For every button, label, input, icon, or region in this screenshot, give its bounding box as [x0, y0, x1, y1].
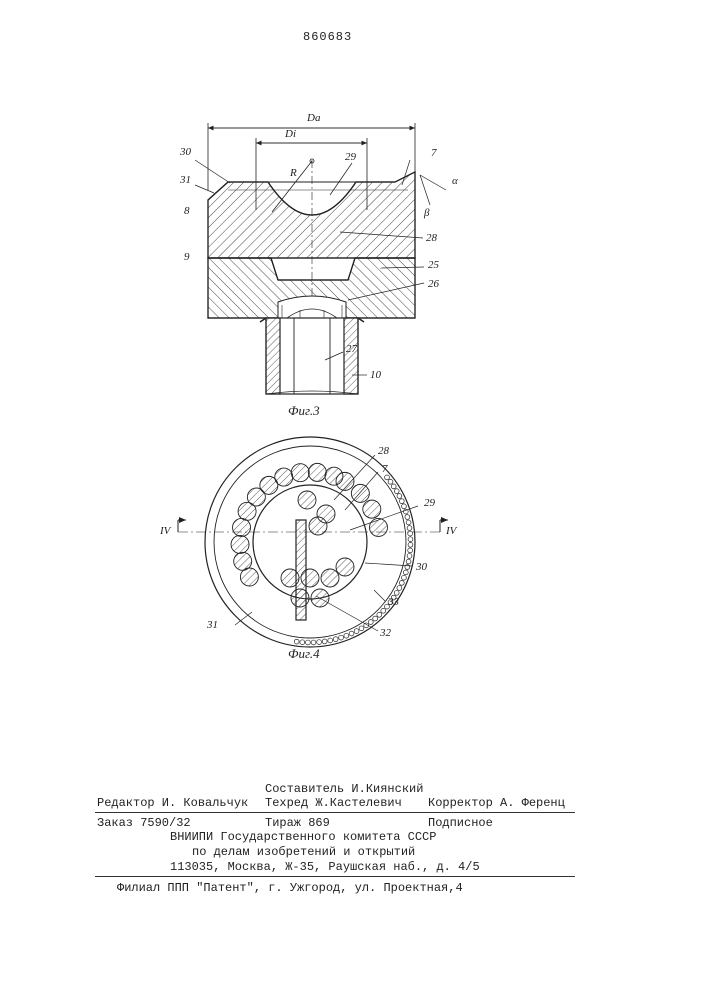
insert-bar	[296, 520, 306, 620]
bead	[408, 531, 413, 536]
core-rod	[298, 491, 316, 509]
bead	[359, 626, 364, 631]
imprint-subscription: Подписное	[428, 816, 493, 831]
core-rod	[291, 464, 309, 482]
label-29: 29	[345, 151, 357, 163]
fig4-label-32: 32	[379, 627, 392, 639]
label-30: 30	[179, 146, 192, 158]
fig4-label-33: 33	[387, 596, 400, 608]
imprint-divider-2	[95, 876, 575, 877]
label-10: 10	[370, 369, 382, 381]
core-rod	[321, 569, 339, 587]
label-9: 9	[184, 251, 190, 263]
bead	[317, 640, 322, 645]
dim-di-label: Di	[284, 128, 296, 140]
figure-4-caption: Фиг.4	[288, 646, 320, 661]
dim-da-label: Da	[306, 112, 321, 124]
fig4-label-31: 31	[206, 619, 218, 631]
bead	[397, 494, 402, 499]
section-mark-left: IV	[159, 525, 172, 537]
bead	[368, 620, 373, 625]
core-rod	[275, 468, 293, 486]
bead	[388, 479, 393, 484]
imprint-order: Заказ 7590/32	[97, 816, 191, 831]
bead	[385, 475, 390, 480]
fig4-label-28: 28	[378, 445, 390, 457]
bead	[402, 575, 407, 580]
bead	[402, 504, 407, 509]
core-rod	[231, 535, 249, 553]
label-28: 28	[426, 232, 438, 244]
bead	[399, 499, 404, 504]
bead	[394, 489, 399, 494]
bead	[407, 526, 412, 531]
bead	[405, 515, 410, 520]
bead	[403, 570, 408, 575]
core-rod	[336, 558, 354, 576]
bead	[394, 590, 399, 595]
imprint-techred: Техред Ж.Кастелевич	[265, 796, 402, 811]
label-31: 31	[179, 174, 191, 186]
bead	[339, 635, 344, 640]
bead	[354, 629, 359, 634]
fig4-label-30: 30	[415, 561, 428, 573]
bead	[373, 616, 378, 621]
core-rod	[369, 518, 387, 536]
bead	[344, 633, 349, 638]
imprint-branch: Филиал ППП "Патент", г. Ужгород, ул. Про…	[117, 881, 463, 896]
figure-3-caption: Фиг.3	[288, 403, 320, 418]
core-rod	[309, 517, 327, 535]
label-26: 26	[428, 278, 440, 290]
bead	[397, 586, 402, 591]
alpha-label: α	[452, 175, 458, 187]
bead	[408, 548, 413, 553]
imprint-corrector: Корректор А. Ференц	[428, 796, 565, 811]
core-rod	[233, 518, 251, 536]
imprint-circulation: Тираж 869	[265, 816, 330, 831]
label-27: 27	[346, 343, 358, 355]
imprint-editor: Редактор И. Ковальчук	[97, 796, 248, 811]
imprint-composer: Составитель И.Киянский	[265, 782, 423, 797]
imprint-org-line1: ВНИИПИ Государственного комитета СССР	[170, 830, 436, 845]
label-7: 7	[431, 147, 437, 159]
bead	[406, 559, 411, 564]
fig4-label-7: 7	[382, 463, 388, 475]
bead	[311, 640, 316, 645]
bead	[407, 554, 412, 559]
radius-label: R	[289, 167, 297, 179]
bead	[300, 640, 305, 645]
imprint-org-line2: по делам изобретений и открытий	[192, 845, 415, 860]
bead	[391, 484, 396, 489]
bead	[399, 580, 404, 585]
figure-4	[178, 437, 448, 647]
core-rod	[363, 500, 381, 518]
bead	[408, 542, 413, 547]
bead	[377, 612, 382, 617]
fig4-label-29: 29	[424, 497, 436, 509]
bead	[294, 639, 299, 644]
label-8: 8	[184, 205, 190, 217]
imprint-address: 113035, Москва, Ж-35, Раушская наб., д. …	[170, 860, 480, 875]
core-rod	[308, 463, 326, 481]
bead	[349, 631, 354, 636]
bead	[305, 640, 310, 645]
label-25: 25	[428, 259, 440, 271]
section-mark-right: IV	[445, 525, 458, 537]
bead	[381, 608, 386, 613]
bead	[408, 537, 413, 542]
bead	[328, 638, 333, 643]
bead	[406, 520, 411, 525]
core-rod	[234, 552, 252, 570]
imprint-divider-1	[95, 812, 575, 813]
bead	[322, 639, 327, 644]
bead	[333, 637, 338, 642]
beta-label: β	[423, 207, 430, 219]
figure-3	[195, 123, 446, 394]
